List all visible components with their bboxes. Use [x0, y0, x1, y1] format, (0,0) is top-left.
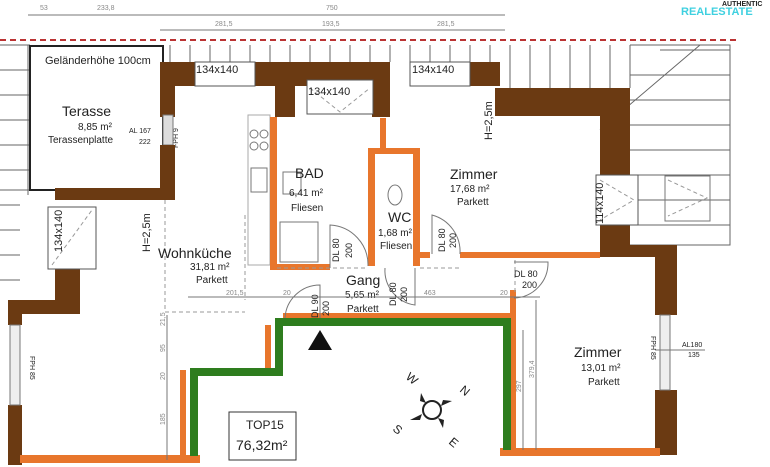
hall-floor: Parkett: [347, 304, 379, 315]
room1-floor: Parkett: [457, 197, 489, 208]
interior-walls: [20, 117, 660, 463]
wc-door-dl: DL 80: [388, 282, 398, 306]
room2-floor: Parkett: [588, 377, 620, 388]
entrance-arrow-icon: [308, 330, 332, 350]
window-label-5: 114x140: [594, 183, 606, 224]
bath-floor: Fliesen: [291, 203, 323, 214]
terrace-name: Terasse: [62, 103, 111, 119]
unit-name: TOP15: [246, 418, 284, 432]
terrace-door-al: AL 167: [129, 128, 151, 135]
dim-53: 53: [40, 5, 48, 12]
wc-area: 1,68 m²: [378, 228, 413, 239]
dim-281-left: 281,5: [215, 21, 233, 28]
room1-height: H=2,5m: [483, 101, 495, 140]
dim-v-379: 379,4: [529, 360, 536, 378]
top-dimensions: 53 233,8 750 281,5 193,5 281,5: [28, 5, 505, 31]
entry-door-h: 200: [321, 301, 331, 316]
dim-v-297: 297: [516, 380, 523, 392]
room1-door-h: 200: [448, 233, 458, 248]
logo-bottom: REALESTATE: [681, 6, 753, 18]
room2-name: Zimmer: [574, 344, 622, 360]
dim-193: 193,5: [322, 21, 340, 28]
roof-hatching: [0, 39, 740, 281]
room1-door-dl: DL 80: [437, 228, 447, 252]
dim-v-20: 20: [160, 372, 167, 380]
terrace-door-h: 222: [139, 139, 151, 146]
kitchen-name: Wohnküche: [158, 245, 232, 261]
terrace-area: 8,85 m²: [78, 122, 113, 133]
dim-v-95: 95: [160, 344, 167, 352]
kitchen-height: H=2,5m: [141, 213, 153, 252]
unit-box: [228, 411, 297, 461]
new-walls: [190, 318, 511, 456]
dim-463: 463: [424, 290, 436, 297]
terrace-fph: FPH 9: [173, 128, 180, 148]
toilet: [387, 184, 403, 206]
terrace-outline: [29, 45, 164, 191]
railing-height-label: Geländerhöhe 100cm: [45, 55, 151, 67]
logo-top: AUTHENTIC: [722, 1, 762, 8]
dim-281-right: 281,5: [437, 21, 455, 28]
wc-floor: Fliesen: [380, 241, 412, 252]
inner-dimensions: 201,5 20 463 20 21,5 95 20 185 297 379,4: [160, 290, 540, 460]
dim-20-b: 20: [500, 290, 508, 297]
room2-door-h: 200: [522, 280, 537, 290]
window-label-1: 134x140: [196, 64, 238, 76]
dim-v-185: 185: [160, 413, 167, 425]
wc-name: WC: [388, 209, 411, 225]
compass-e: E: [446, 435, 461, 451]
bath-sink: [282, 171, 302, 195]
right-window-fph: FPH 85: [649, 336, 656, 360]
right-window-al: AL180: [682, 342, 702, 349]
dim-20-a: 20: [283, 290, 291, 297]
room2-area: 13,01 m²: [581, 363, 621, 374]
compass-n: N: [457, 383, 473, 399]
wc-door-h: 200: [399, 287, 409, 302]
compass-icon: W N S E: [390, 370, 473, 451]
windows: 134x140 134x140 134x140 134x140 114x140: [9, 61, 671, 406]
bath-name: BAD: [295, 165, 324, 181]
window-label-3: 134x140: [412, 64, 454, 76]
entry-door-dl: DL 90: [310, 294, 320, 318]
room2-door-dl: DL 80: [514, 269, 538, 279]
terrace-floor: Terassenplatte: [48, 135, 113, 146]
unit-area: 76,32m²: [236, 437, 288, 453]
left-window-fph: FPH 85: [28, 356, 35, 380]
hall-name: Gang: [346, 272, 380, 288]
right-window-h: 135: [688, 352, 700, 359]
window-label-4: 134x140: [53, 210, 65, 252]
bath-door-h: 200: [344, 243, 354, 258]
room1-area: 17,68 m²: [450, 184, 490, 195]
compass-s: S: [390, 422, 405, 438]
dim-201: 201,5: [226, 290, 244, 297]
shower: [279, 221, 319, 263]
bath-area: 6,41 m²: [289, 188, 324, 199]
door-swings: [284, 214, 549, 319]
window-label-2: 134x140: [308, 86, 350, 98]
dim-750: 750: [326, 5, 338, 12]
room1-name: Zimmer: [450, 166, 498, 182]
hall-area: 5,65 m²: [345, 290, 380, 301]
dim-233: 233,8: [97, 5, 115, 12]
dim-v-21: 21,5: [160, 312, 167, 326]
compass-w: W: [403, 370, 421, 388]
kitchen-area: 31,81 m²: [190, 262, 230, 273]
kitchen-floor: Parkett: [196, 275, 228, 286]
bath-door-dl: DL 80: [331, 238, 341, 262]
